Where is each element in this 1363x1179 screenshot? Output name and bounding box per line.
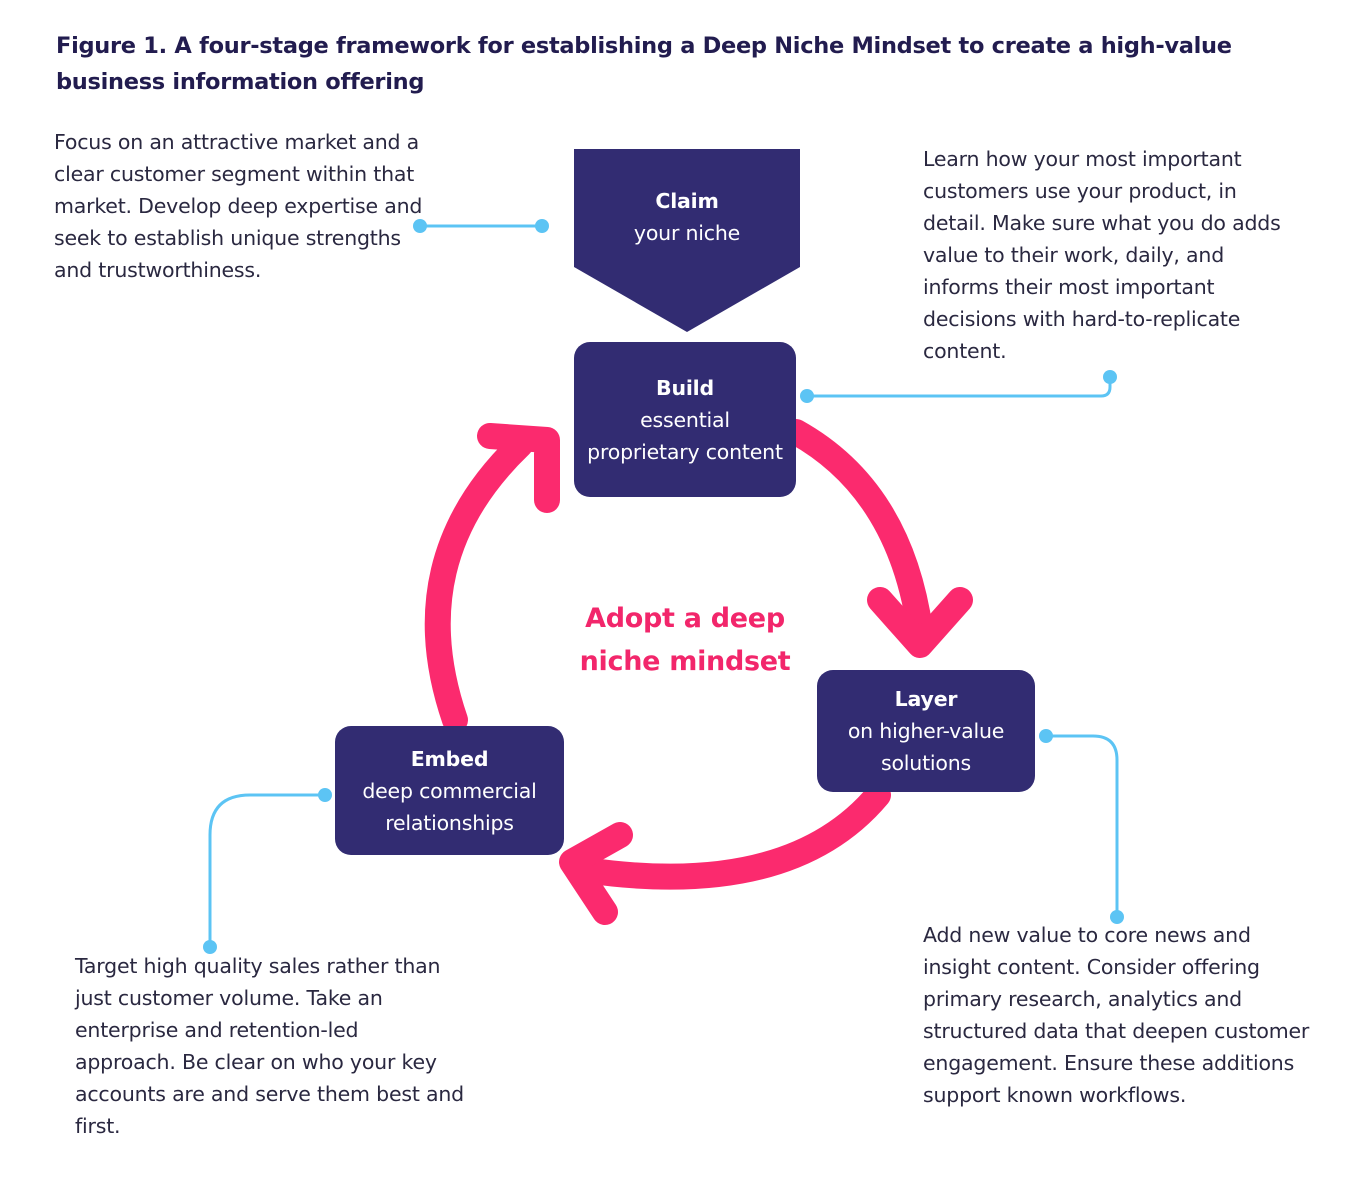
stage-build-title: Build (656, 375, 714, 400)
stage-embed-subtitle: deep commercial relationships (362, 778, 537, 835)
arrowhead-embed-to-build (477, 423, 560, 513)
connector-dot (1103, 370, 1117, 384)
stage-claim: Claim your niche (574, 149, 800, 332)
stage-claim-title: Claim (655, 189, 719, 213)
stage-build: Build essential proprietary content (574, 342, 796, 497)
stage-build-subtitle: essential proprietary content (587, 407, 783, 464)
connector-layer (1046, 734, 1119, 917)
connector-embed (208, 793, 325, 947)
note-claim: Focus on an attractive market and a clea… (54, 130, 423, 282)
arrow-build-to-layer (783, 419, 933, 643)
center-label: Adopt a deep niche mindset (579, 603, 791, 677)
connector-dot (413, 219, 427, 233)
note-embed: Target high quality sales rather than ju… (75, 954, 464, 1138)
stage-claim-subtitle: your niche (633, 221, 741, 245)
arrowhead-build-to-layer (867, 587, 973, 658)
stage-layer: Layer on higher-value solutions (817, 670, 1035, 792)
arrowhead-layer-to-embed (559, 822, 633, 925)
figure-title: Figure 1. A four-stage framework for est… (56, 33, 1232, 95)
connector-dot (800, 389, 814, 403)
connector-build (807, 377, 1112, 398)
stage-embed: Embed deep commercial relationships (335, 726, 564, 855)
connector-dot (535, 219, 549, 233)
claim-chevron-shape (574, 149, 800, 332)
stage-layer-title: Layer (894, 687, 958, 711)
arrow-layer-to-embed (572, 782, 891, 890)
stage-layer-subtitle: on higher-value solutions (847, 719, 1005, 775)
connector-dot (1110, 910, 1124, 924)
connector-dot (203, 940, 217, 954)
note-layer: Add new value to core news and insight c… (923, 923, 1310, 1107)
connector-dot (318, 788, 332, 802)
note-build: Learn how your most important customers … (923, 147, 1281, 363)
arrow-embed-to-build (424, 432, 533, 733)
connector-dot (1039, 729, 1053, 743)
stage-embed-title: Embed (410, 746, 489, 771)
